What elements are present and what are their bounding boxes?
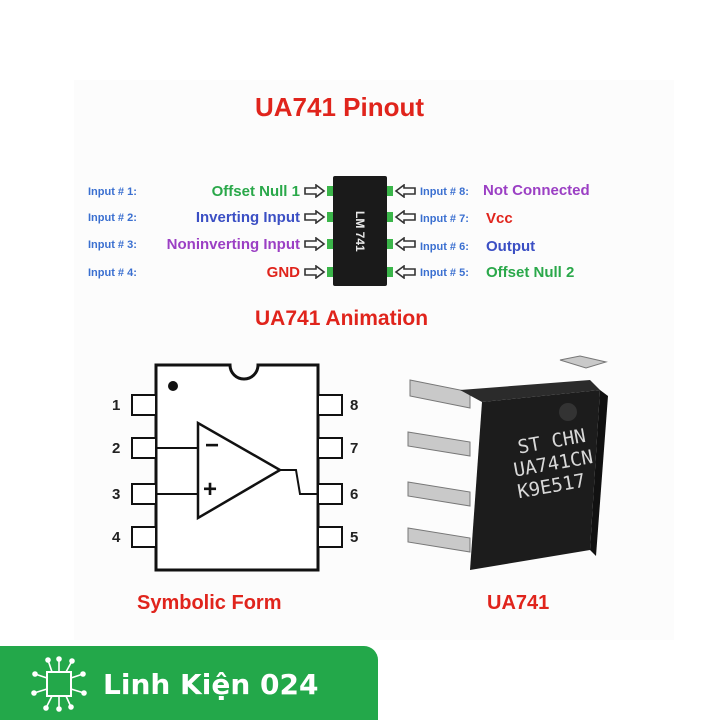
- pin-number: 2: [112, 440, 120, 457]
- arrow-right-icon: [304, 210, 326, 224]
- pin-name: Output: [486, 238, 535, 255]
- pin-name: Offset Null 2: [486, 264, 574, 281]
- animation-subtitle: UA741 Animation: [255, 307, 428, 331]
- arrow-left-icon: [394, 184, 416, 198]
- brand-name: Linh Kiện 024: [103, 668, 318, 701]
- pin-name: Not Connected: [483, 182, 590, 199]
- pin-label: Input # 7:: [420, 213, 469, 225]
- chip-pin: [387, 239, 393, 249]
- pin-name: Noninverting Input: [167, 236, 300, 253]
- pin-number: 1: [112, 397, 120, 414]
- pin-label: Input # 8:: [420, 186, 469, 198]
- pin-label: Input # 1:: [88, 186, 137, 198]
- chip-pin: [387, 212, 393, 222]
- arrow-right-icon: [304, 237, 326, 251]
- pin-number: 8: [350, 397, 358, 414]
- plus-sign: +: [203, 476, 217, 504]
- pin-label: Input # 3:: [88, 239, 137, 251]
- pin-label: Input # 2:: [88, 212, 137, 224]
- arrow-right-icon: [304, 265, 326, 279]
- pin-number: 4: [112, 529, 120, 546]
- chip-label: LM 741: [333, 176, 387, 286]
- chip-pin: [387, 186, 393, 196]
- pin-name: GND: [267, 264, 300, 281]
- chip-pin: [387, 267, 393, 277]
- pin-number: 7: [350, 440, 358, 457]
- pin-number: 5: [350, 529, 358, 546]
- minus-sign: −: [205, 432, 219, 460]
- pin-name: Vcc: [486, 210, 513, 227]
- arrow-left-icon: [394, 237, 416, 251]
- pin-label: Input # 5:: [420, 267, 469, 279]
- pin-number: 6: [350, 486, 358, 503]
- pin-name: Offset Null 1: [212, 183, 300, 200]
- pin-label: Input # 4:: [88, 267, 137, 279]
- pin-name: Inverting Input: [196, 209, 300, 226]
- pin-number: 3: [112, 486, 120, 503]
- arrow-right-icon: [304, 184, 326, 198]
- ua741-caption: UA741: [487, 592, 549, 615]
- symbolic-form-diagram: [100, 355, 380, 585]
- circuit-chip-icon: [30, 656, 88, 712]
- pin-label: Input # 6:: [420, 241, 469, 253]
- arrow-left-icon: [394, 210, 416, 224]
- arrow-left-icon: [394, 265, 416, 279]
- symbolic-form-caption: Symbolic Form: [137, 592, 281, 615]
- pinout-title: UA741 Pinout: [255, 92, 424, 123]
